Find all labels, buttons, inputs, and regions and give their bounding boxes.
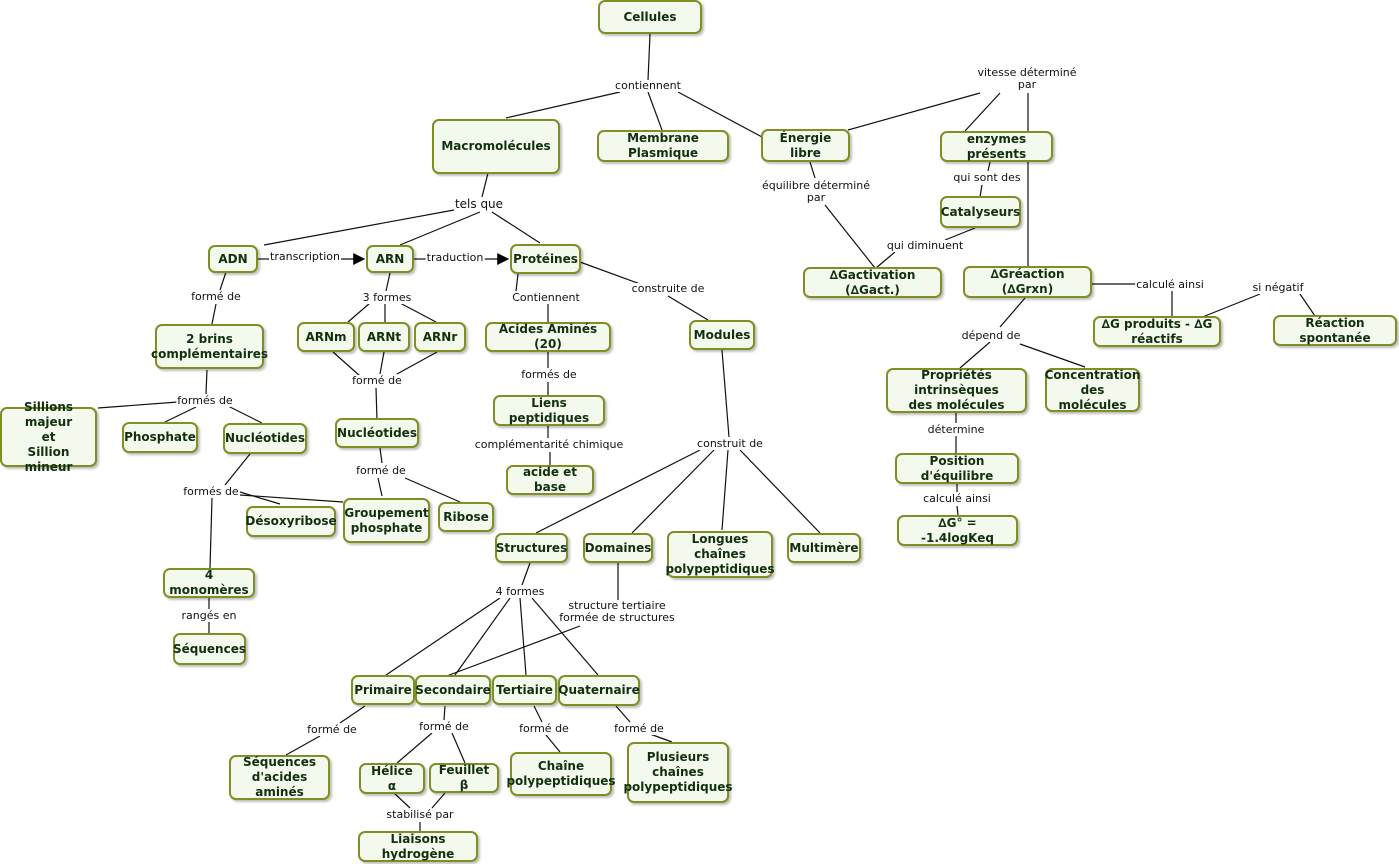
label-forme-de-quaternaire: formé de bbox=[613, 722, 665, 735]
node-arnm[interactable]: ARNm bbox=[297, 322, 355, 352]
node-quatre-monomeres[interactable]: 4 monomères bbox=[163, 568, 255, 598]
node-modules[interactable]: Modules bbox=[689, 320, 755, 350]
node-deux-brins[interactable]: 2 brins complémentaires bbox=[151, 324, 268, 369]
label-forme-de-primaire: formé de bbox=[306, 723, 358, 736]
label-equilibre-determine-par: équilibre déterminé par bbox=[760, 179, 872, 204]
node-membrane-plasmique[interactable]: Membrane Plasmique bbox=[597, 130, 729, 162]
label-ranges-en: rangés en bbox=[180, 609, 238, 622]
label-formes-de-brins: formés de bbox=[176, 394, 234, 407]
label-forme-de-nucleotides: formé de bbox=[355, 464, 407, 477]
node-arn[interactable]: ARN bbox=[366, 245, 414, 273]
node-dg-keq[interactable]: ∆G° = -1.4logKeq bbox=[897, 515, 1018, 546]
node-desoxyribose[interactable]: Désoxyribose bbox=[245, 506, 337, 537]
label-formes-de-nucleotides: formés de bbox=[182, 485, 240, 498]
label-forme-de-adn: formé de bbox=[190, 290, 242, 303]
label-quatre-formes: 4 formes bbox=[494, 585, 546, 598]
node-tertiaire[interactable]: Tertiaire bbox=[492, 675, 557, 705]
node-reaction-spontanee[interactable]: Réaction spontanée bbox=[1273, 315, 1397, 346]
label-qui-sont-des: qui sont des bbox=[952, 171, 1022, 184]
node-proprietes-intrinseques[interactable]: Propriétés intrinsèques des molécules bbox=[886, 368, 1027, 413]
label-transcription: transcription bbox=[269, 250, 341, 263]
node-acides-amines[interactable]: Acides Aminés (20) bbox=[485, 322, 611, 352]
node-dg-reaction[interactable]: ∆Gréaction (∆Grxn) bbox=[963, 266, 1092, 298]
node-position-equilibre[interactable]: Position d'équilibre bbox=[895, 453, 1019, 484]
node-plusieurs-chaines[interactable]: Plusieurs chaînes polypeptidiques bbox=[623, 742, 733, 803]
label-contiennent: contiennent bbox=[614, 79, 682, 92]
node-dg-activation[interactable]: ∆Gactivation (∆Gact.) bbox=[803, 267, 942, 298]
label-forme-de-secondaire: formé de bbox=[418, 720, 470, 733]
node-liaisons-hydrogene[interactable]: Liaisons hydrogène bbox=[358, 831, 478, 862]
label-construit-de: construit de bbox=[696, 437, 764, 450]
label-forme-de-arn: formé de bbox=[351, 374, 403, 387]
node-nucleotides-adn[interactable]: Nucléotides bbox=[223, 423, 307, 454]
node-helice-alpha[interactable]: Hélice α bbox=[359, 763, 425, 794]
node-cellules[interactable]: Cellules bbox=[598, 0, 702, 34]
node-sequences[interactable]: Séquences bbox=[173, 633, 246, 665]
node-multimere[interactable]: Multimère bbox=[787, 533, 861, 563]
label-si-negatif: si négatif bbox=[1251, 281, 1305, 294]
node-dg-produits-reactifs[interactable]: ∆G produits - ∆G réactifs bbox=[1093, 316, 1221, 347]
label-complementarite-chimique: complémentarité chimique bbox=[473, 438, 625, 451]
label-stabilise-par: stabilisé par bbox=[385, 808, 455, 821]
label-determine: détermine bbox=[926, 423, 986, 436]
node-arnt[interactable]: ARNt bbox=[358, 322, 410, 352]
node-longues-chaines[interactable]: Longues chaînes polypeptidiques bbox=[665, 531, 775, 578]
label-tels-que: tels que bbox=[453, 197, 505, 211]
label-calcule-ainsi-1: calculé ainsi bbox=[1135, 278, 1205, 291]
node-sillions[interactable]: Sillions majeur et Sillion mineur bbox=[0, 400, 97, 474]
label-calcule-ainsi-2: calculé ainsi bbox=[922, 492, 992, 505]
node-enzymes-presents[interactable]: enzymes présents bbox=[940, 131, 1053, 162]
node-concentration[interactable]: Concentration des molécules bbox=[1044, 367, 1141, 412]
label-forme-de-tertiaire: formé de bbox=[518, 722, 570, 735]
node-seq-acides-amines[interactable]: Séquences d'acides aminés bbox=[229, 755, 330, 800]
node-acide-base[interactable]: acide et base bbox=[506, 465, 594, 495]
node-quaternaire[interactable]: Quaternaire bbox=[558, 675, 640, 706]
label-structure-tertiaire: structure tertiaire formée de structures bbox=[558, 599, 676, 624]
node-groupement-phosphate[interactable]: Groupement phosphate bbox=[343, 498, 430, 543]
node-phosphate[interactable]: Phosphate bbox=[122, 422, 198, 453]
node-structures[interactable]: Structures bbox=[495, 533, 568, 563]
label-depend-de: dépend de bbox=[960, 329, 1022, 342]
label-vitesse-determine-par: vitesse déterminé par bbox=[976, 66, 1078, 91]
node-energie-libre[interactable]: Énergie libre bbox=[761, 129, 850, 162]
label-formes-de-aa: formés de bbox=[520, 368, 578, 381]
label-trois-formes: 3 formes bbox=[361, 291, 413, 304]
node-catalyseurs[interactable]: Catalyseurs bbox=[940, 196, 1021, 228]
label-construite-de: construite de bbox=[630, 282, 706, 295]
node-arnr[interactable]: ARNr bbox=[414, 322, 466, 352]
node-chaine-polypeptidiques[interactable]: Chaîne polypeptidiques bbox=[506, 752, 616, 796]
node-ribose[interactable]: Ribose bbox=[438, 502, 494, 532]
node-feuillet-beta[interactable]: Feuillet β bbox=[429, 763, 499, 793]
label-contiennent-proteines: Contiennent bbox=[511, 291, 581, 304]
node-liens-peptidiques[interactable]: Liens peptidiques bbox=[493, 395, 605, 426]
node-primaire[interactable]: Primaire bbox=[351, 675, 415, 705]
node-adn[interactable]: ADN bbox=[208, 245, 258, 273]
label-traduction: traduction bbox=[425, 251, 485, 264]
node-macromolecules[interactable]: Macromolécules bbox=[432, 119, 560, 174]
node-domaines[interactable]: Domaines bbox=[583, 533, 653, 563]
node-secondaire[interactable]: Secondaire bbox=[415, 675, 491, 705]
node-proteines[interactable]: Protéines bbox=[510, 244, 581, 274]
node-nucleotides-arn[interactable]: Nucléotides bbox=[335, 418, 419, 448]
label-qui-diminuent: qui diminuent bbox=[885, 239, 965, 252]
